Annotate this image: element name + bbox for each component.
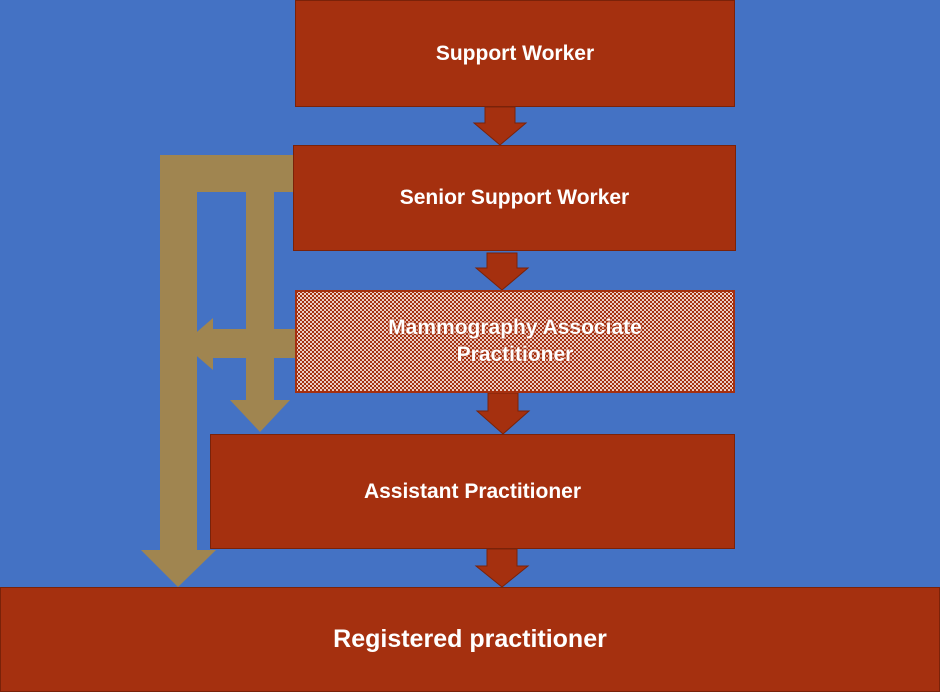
node-label: Support Worker (435, 41, 595, 65)
down-arrow-assistant-to-registered (474, 548, 530, 588)
node-registered-practitioner: Registered practitioner (0, 587, 940, 692)
bypass-arrow-senior-to-assistant (230, 192, 290, 432)
node-label-group: Mammography Associate Practitioner (388, 315, 642, 368)
down-arrow-support-to-senior (472, 106, 528, 146)
node-label-line-1: Mammography Associate (388, 316, 642, 340)
node-label: Senior Support Worker (399, 186, 630, 209)
node-label-line-2: Practitioner (456, 342, 574, 366)
bypass-arrow-senior-to-registered (141, 155, 293, 587)
node-senior-support-worker: Senior Support Worker (293, 145, 736, 251)
node-mammography-associate-practitioner: Mammography Associate Practitioner (295, 290, 735, 393)
node-assistant-practitioner: Assistant Practitioner (210, 434, 735, 549)
node-label: Assistant Practitioner (363, 479, 582, 503)
down-arrow-mammography-to-assistant (475, 392, 531, 435)
exit-arrow-mammography (183, 318, 295, 370)
down-arrow-senior-to-mammography (474, 252, 530, 291)
node-label: Registered practitioner (333, 625, 607, 653)
node-support-worker: Support Worker (295, 0, 735, 107)
